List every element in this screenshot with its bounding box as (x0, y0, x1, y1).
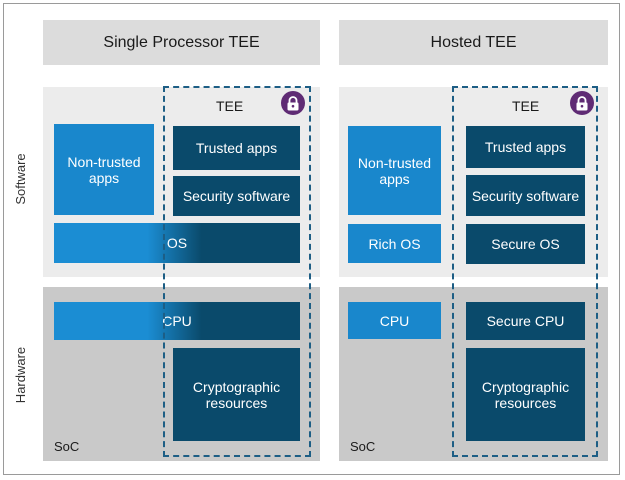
single-tee-label: TEE (216, 98, 244, 114)
hosted-tee-label: TEE (512, 98, 540, 114)
hosted-soc-label: SoC (350, 439, 376, 454)
hosted-secure-cpu: Secure CPU (466, 302, 585, 340)
single-os: OS (54, 223, 300, 263)
single-soc-label: SoC (54, 439, 80, 454)
single-cpu: CPU (54, 302, 300, 340)
single-cryptographic-resources: Cryptographic resources (173, 348, 300, 441)
header-hosted-tee: Hosted TEE (339, 20, 608, 65)
hosted-cpu: CPU (348, 302, 441, 339)
row-label-hardware: Hardware (12, 346, 28, 404)
hosted-non-trusted-apps: Non-trusted apps (348, 126, 441, 215)
hosted-rich-os: Rich OS (348, 224, 441, 263)
single-non-trusted-apps: Non-trusted apps (54, 124, 154, 215)
hosted-secure-os: Secure OS (466, 224, 585, 264)
header-single-processor-tee: Single Processor TEE (43, 20, 320, 65)
single-tee-boundary (163, 86, 311, 457)
lock-icon (570, 91, 594, 115)
hosted-tee-boundary (452, 86, 598, 457)
single-security-software: Security software (173, 176, 300, 216)
hosted-security-software: Security software (466, 175, 585, 216)
lock-icon (281, 91, 305, 115)
hosted-cryptographic-resources: Cryptographic resources (466, 348, 585, 441)
hosted-trusted-apps: Trusted apps (466, 126, 585, 168)
single-trusted-apps: Trusted apps (173, 126, 300, 170)
row-label-software: Software (12, 153, 28, 205)
